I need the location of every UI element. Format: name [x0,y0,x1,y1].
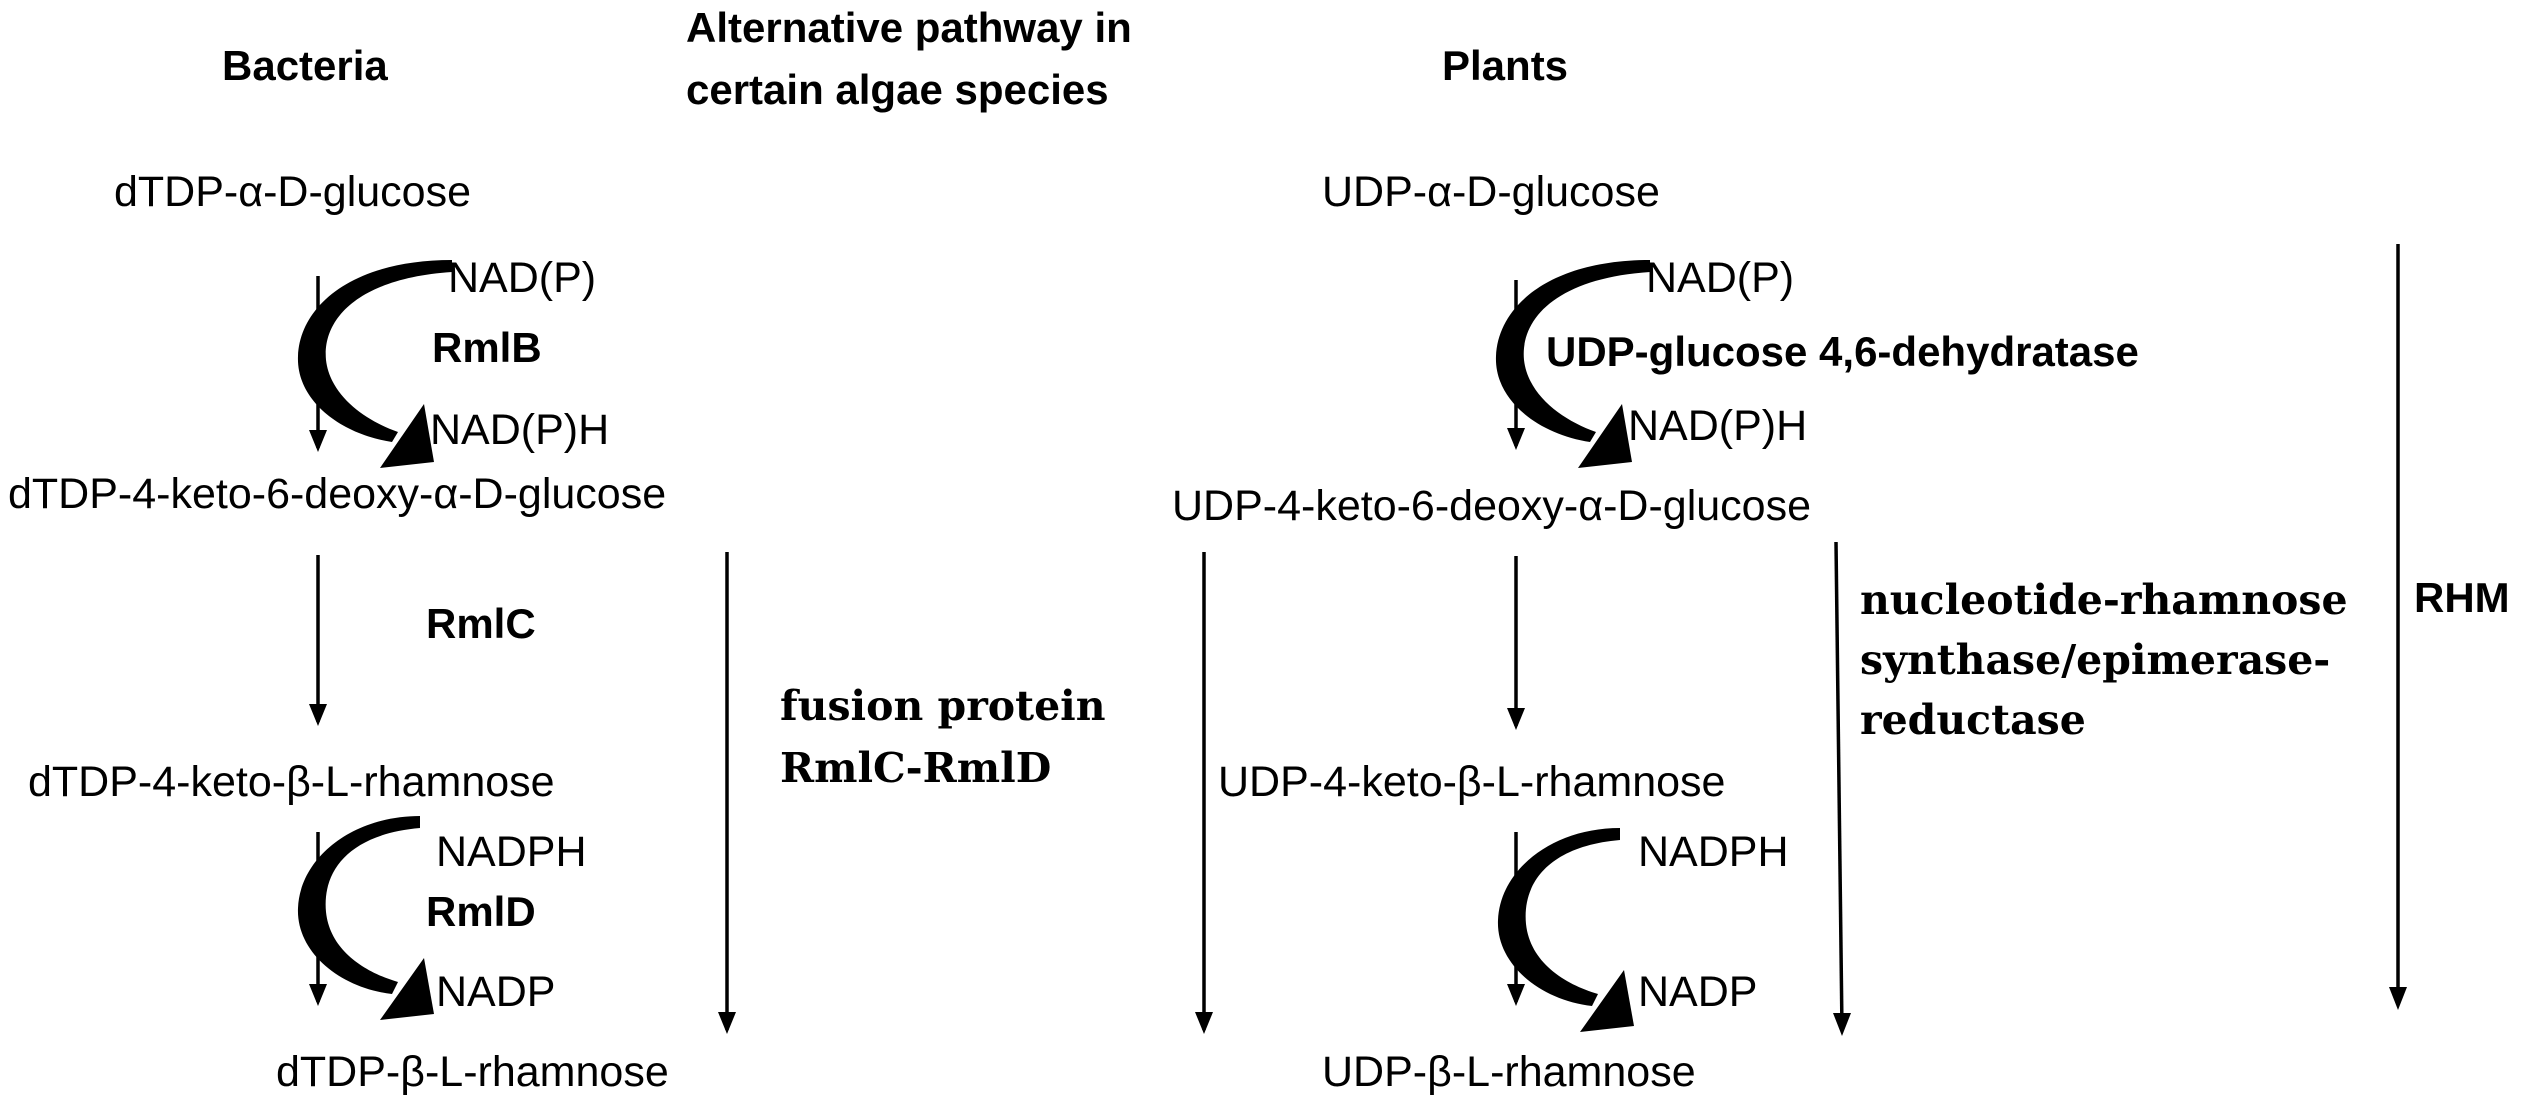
plants-cofactor-in-3: NADPH [1638,828,1789,876]
plants-cofactor-out-1: NAD(P)H [1628,402,1808,450]
enzyme-rmld: RmlD [426,888,536,935]
enzyme-nrs-line3: reductase [1860,696,2086,744]
header-algae-line1: Alternative pathway in [686,4,1132,51]
algae-enzyme-line2: RmlC-RmlD [780,744,1052,792]
plants-compound-1: UDP-α-D-glucose [1322,168,1660,216]
plants-cofactor-arrow-3 [1497,828,1634,1032]
bacteria-cofactor-out-3: NADP [436,968,556,1016]
bacteria-cofactor-out-1: NAD(P)H [430,406,610,454]
plants-cofactor-arrow-1 [1495,260,1650,468]
bacteria-cofactor-arrow-3 [297,816,434,1020]
header-bacteria: Bacteria [222,42,388,89]
plants-compound-4: UDP-β-L-rhamnose [1322,1048,1696,1096]
enzyme-udp-glucose-dehydratase: UDP-glucose 4,6-dehydratase [1546,328,2139,375]
algae-enzyme-line1: fusion protein [780,682,1106,730]
plants-cofactor-in-1: NAD(P) [1646,254,1795,302]
bacteria-compound-2: dTDP-4-keto-6-deoxy-α-D-glucose [8,470,667,518]
header-plants: Plants [1442,42,1569,89]
bacteria-cofactor-in-3: NADPH [436,828,587,876]
bacteria-cofactor-arrow-1 [297,260,452,468]
nrs-arrow [1834,541,1844,1031]
enzyme-rmlb: RmlB [432,324,542,371]
enzyme-nrs-line2: synthase/epimerase- [1860,636,2331,684]
bacteria-compound-1: dTDP-α-D-glucose [114,168,472,216]
bacteria-compound-4: dTDP-β-L-rhamnose [276,1048,669,1096]
enzyme-nrs-line1: nucleotide-rhamnose [1860,576,2348,624]
bacteria-cofactor-in-1: NAD(P) [448,254,597,302]
enzyme-rhm: RHM [2414,574,2510,621]
plants-cofactor-out-3: NADP [1638,968,1758,1016]
plants-compound-2: UDP-4-keto-6-deoxy-α-D-glucose [1172,482,1812,530]
plants-compound-3: UDP-4-keto-β-L-rhamnose [1218,758,1726,806]
header-algae-line2: certain algae species [686,66,1109,113]
enzyme-rmlc: RmlC [426,600,536,647]
bacteria-compound-3: dTDP-4-keto-β-L-rhamnose [28,758,555,806]
